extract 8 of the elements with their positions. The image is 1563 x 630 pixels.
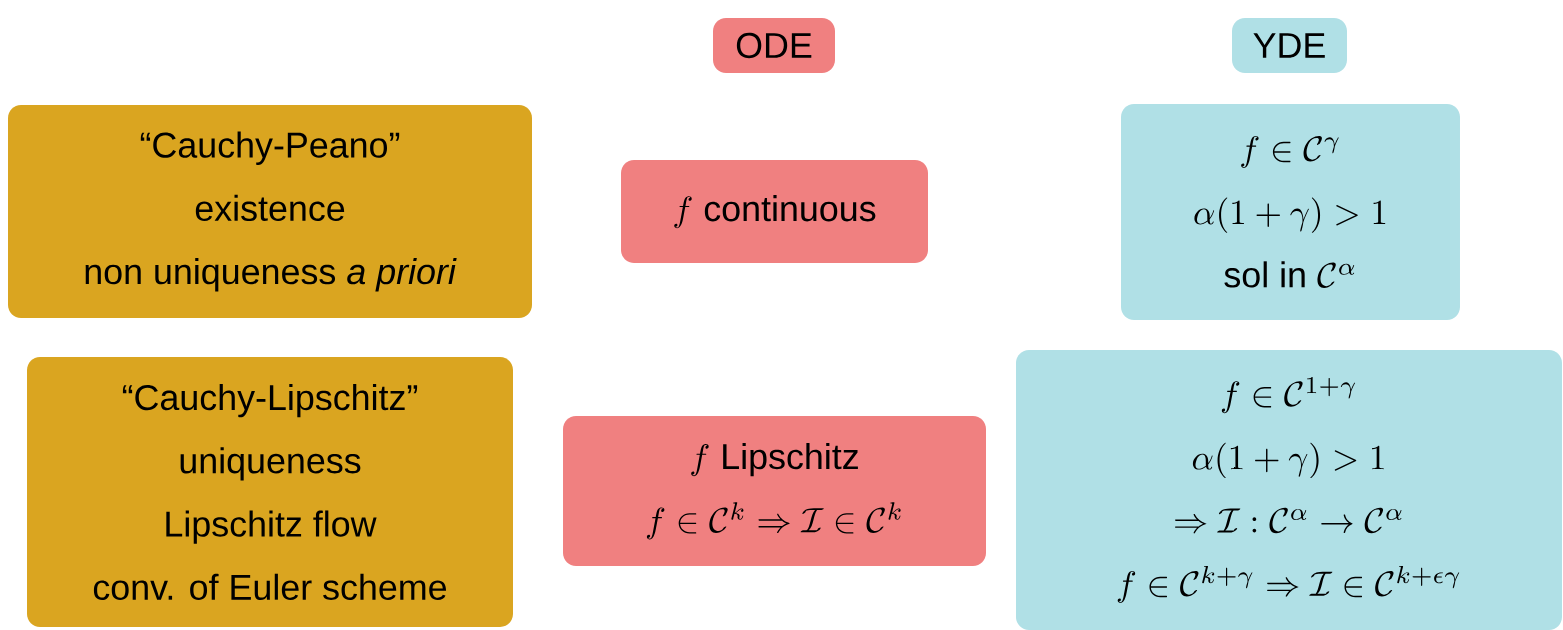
condition-box: $f \in \mathcal{C}^{1+\gamma}$ $\alpha(1+\gamma) > 1$ $\Rightarrow \mathcal{I} : \mathcal{C}^\alpha \to \mathcal{C}^\alpha$ $f \in \mathcal{C}^{k+\gamma} \Rightarrow \mathcal{I} \in \mathcal{C}^{k+\epsilon\gamma}$ <box>1016 350 1562 630</box>
column-header: YDE <box>1232 18 1347 73</box>
condition-box: $f \text{ Lipschitz}$ $f \in \mathcal{C}^k \Rightarrow \mathcal{I} \in \mathcal{C}^k$ <box>563 416 986 566</box>
column-header: ODE <box>713 18 835 73</box>
condition-box: $f \text{ continuous}$ <box>621 160 928 263</box>
condition-box: $f \in \mathcal{C}^\gamma$ $\alpha(1+\gamma) > 1$ $\text{sol in } \mathcal{C}^\alpha$ <box>1121 104 1460 320</box>
theorem-box: “Cauchy-Lipschitz” uniqueness Lipschitz flow conv. of Euler scheme <box>27 357 513 627</box>
theorem-box: “Cauchy-Peano” existence non uniqueness a priori <box>8 105 532 318</box>
